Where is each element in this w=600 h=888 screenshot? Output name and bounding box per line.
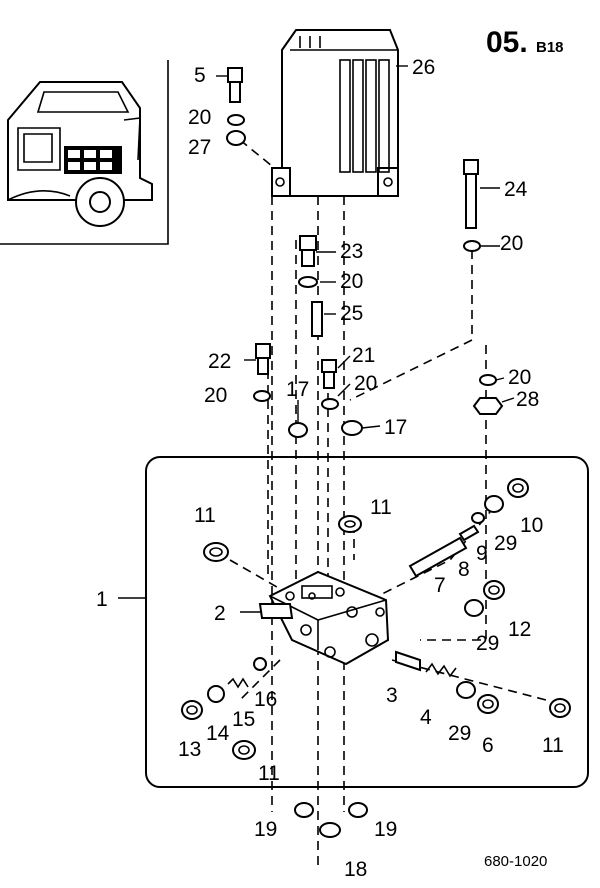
- callout-14: 14: [206, 722, 230, 745]
- callout-22: 22: [208, 350, 231, 373]
- callout-11: 11: [370, 496, 392, 519]
- callout-24: 24: [504, 178, 528, 201]
- part-10-plug: [507, 478, 529, 498]
- callout-29: 29: [494, 532, 517, 555]
- drawing-number: 680-1020: [484, 853, 547, 870]
- callout-5: 5: [194, 64, 206, 87]
- part-11-plug: [232, 740, 256, 760]
- part-17-ring: [288, 422, 308, 438]
- callout-17: 17: [384, 416, 407, 439]
- callout-11: 11: [542, 734, 564, 757]
- part-20-washer: [227, 114, 245, 126]
- part-22-bolt: [255, 343, 271, 375]
- part-20-washer: [479, 374, 497, 386]
- part-16-washer: [253, 657, 267, 671]
- callout-12: 12: [508, 618, 531, 641]
- callout-8: 8: [458, 558, 470, 581]
- part-20-washer: [463, 240, 481, 252]
- callout-20: 20: [188, 106, 211, 129]
- callout-28: 28: [516, 388, 539, 411]
- callout-10: 10: [520, 514, 543, 537]
- part-12-plug: [483, 580, 505, 600]
- part-18-seal: [319, 822, 341, 838]
- part-29-seal: [464, 599, 484, 617]
- filter-housing: [271, 29, 399, 197]
- callout-1: 1: [96, 588, 108, 611]
- callout-13: 13: [178, 738, 201, 761]
- callout-20: 20: [508, 366, 531, 389]
- part-25-stud: [311, 301, 323, 337]
- part-21-bolt: [321, 359, 337, 389]
- callout-20: 20: [500, 232, 523, 255]
- part-6-plug: [477, 694, 499, 714]
- callout-17: 17: [286, 378, 309, 401]
- part-29-seal: [484, 495, 504, 513]
- part-27-seal: [226, 130, 246, 146]
- part-8-pin: [458, 524, 480, 542]
- callout-16: 16: [254, 688, 277, 711]
- callout-20: 20: [340, 270, 363, 293]
- part-5-bolt: [227, 67, 243, 103]
- assembly-1-frame: [145, 456, 589, 788]
- callout-26: 26: [412, 56, 435, 79]
- callout-27: 27: [188, 136, 211, 159]
- callout-19: 19: [254, 818, 277, 841]
- part-20-washer: [298, 276, 318, 288]
- callout-23: 23: [340, 240, 363, 263]
- callout-29: 29: [448, 722, 471, 745]
- housing-grille: [339, 59, 390, 173]
- callout-7: 7: [434, 574, 446, 597]
- part-20-washer: [321, 398, 339, 410]
- callout-20: 20: [354, 372, 377, 395]
- part-11-plug: [549, 698, 571, 718]
- part-19-seal: [348, 802, 368, 818]
- part-9-washer: [471, 512, 485, 524]
- callout-18: 18: [344, 858, 367, 881]
- part-11-plug: [338, 515, 362, 533]
- callout-6: 6: [482, 734, 494, 757]
- callout-25: 25: [340, 302, 363, 325]
- leader-lines: [216, 65, 515, 613]
- part-17-ring: [341, 420, 363, 436]
- part-24-long-bolt: [463, 159, 479, 229]
- callout-3: 3: [386, 684, 398, 707]
- part-23-bolt: [299, 235, 317, 267]
- part-19-seal: [294, 802, 314, 818]
- part-29-seal: [456, 681, 476, 699]
- callout-21: 21: [352, 344, 375, 367]
- valve-body: [258, 570, 390, 666]
- part-14-washer: [207, 685, 225, 703]
- part-28-nut: [472, 397, 504, 415]
- callout-29: 29: [476, 632, 499, 655]
- part-7-shaft: [408, 536, 468, 578]
- part-3-piston: [395, 650, 421, 672]
- page-code: 05.: [486, 26, 528, 59]
- callout-15: 15: [232, 708, 255, 731]
- callout-4: 4: [420, 706, 432, 729]
- part-11-plug: [203, 542, 229, 562]
- part-20-washer: [253, 390, 271, 402]
- part-15-spring: [227, 677, 249, 689]
- callout-20: 20: [204, 384, 227, 407]
- page-code-suffix: B18: [536, 39, 564, 56]
- part-4-spring: [425, 662, 457, 678]
- callout-11: 11: [194, 504, 216, 527]
- callout-2: 2: [214, 602, 226, 625]
- part-13-plug: [181, 700, 203, 720]
- truck-location-inset: [0, 60, 169, 245]
- callout-19: 19: [374, 818, 397, 841]
- callout-11: 11: [258, 762, 280, 785]
- callout-9: 9: [476, 542, 488, 565]
